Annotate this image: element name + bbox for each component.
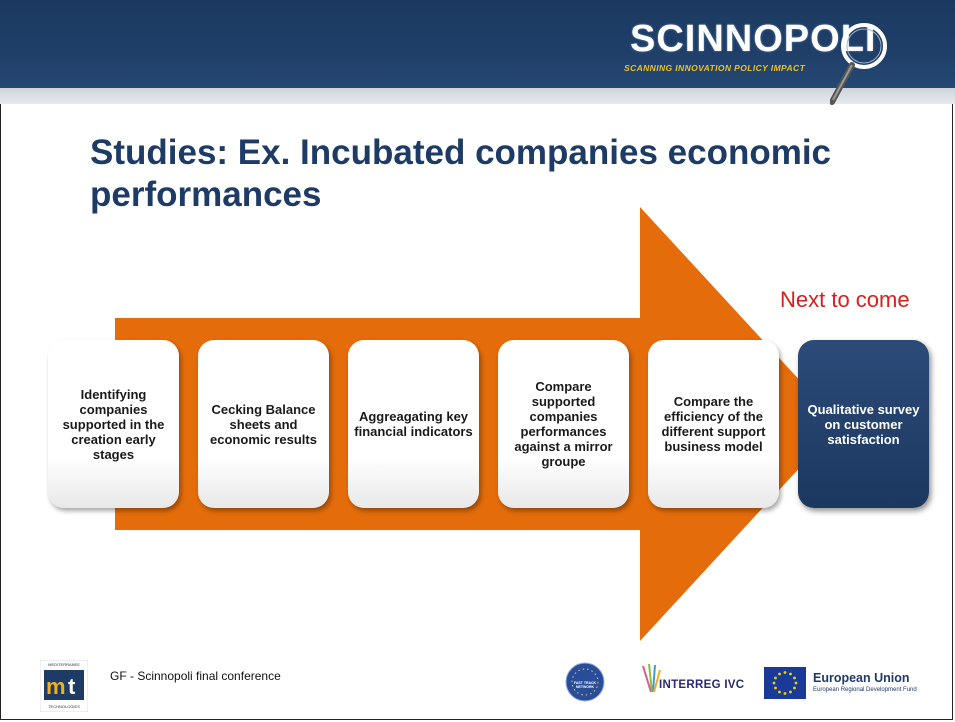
magnifying-glass-icon [830, 23, 887, 105]
slide-title: Studies: Ex. Incubated companies economi… [90, 133, 832, 214]
interreg-wordmark: INTERREG IVC [659, 679, 745, 691]
step-box-3: Aggreagating key financial indicators [348, 340, 479, 508]
eu-flag-icon [764, 667, 806, 699]
svg-text:NETWORK: NETWORK [576, 685, 595, 689]
mediterranee-technologies-logo: MEDITERRANEE m t TECHNOLOGIES [40, 660, 88, 712]
interreg-rays-icon [642, 663, 661, 692]
step-box-next: Qualitative survey on customer satisfact… [798, 340, 929, 508]
step-label: Compare supported companies performances… [514, 379, 613, 469]
header-band [0, 0, 955, 88]
svg-text:TECHNOLOGIES: TECHNOLOGIES [48, 704, 80, 709]
footer-conference-label: GF - Scinnopoli final conference [110, 669, 281, 683]
svg-text:MEDITERRANEE: MEDITERRANEE [48, 662, 80, 667]
logo-wordmark: SCINNOPOLI [630, 18, 877, 60]
svg-text:m: m [46, 674, 66, 699]
step-label: Qualitative survey on customer satisfact… [807, 401, 920, 447]
eu-wordmark: European Union [813, 671, 910, 685]
header-divider [0, 88, 955, 104]
eu-fund-label: European Regional Development Fund [813, 687, 917, 693]
fast-track-network-logo: FAST TRACK NETWORK [565, 662, 605, 702]
step-label: Compare the efficiency of the different … [661, 394, 766, 454]
logo-tagline: SCANNING INNOVATION POLICY IMPACT [624, 63, 806, 73]
step-label: Cecking Balance sheets and economic resu… [210, 401, 317, 447]
svg-text:FAST TRACK: FAST TRACK [574, 681, 597, 685]
step-box-1: Identifying companies supported in the c… [48, 340, 179, 508]
step-box-4: Compare supported companies performances… [498, 340, 629, 508]
interreg-ivc-logo: INTERREG IVC [637, 662, 747, 702]
step-label: Aggreagating key financial indicators [354, 409, 473, 439]
next-to-come-label: Next to come [780, 287, 910, 312]
scinnopoli-logo: SCINNOPOLI SCANNING INNOVATION POLICY IM… [598, 18, 875, 78]
step-box-5: Compare the efficiency of the different … [648, 340, 779, 508]
svg-text:t: t [68, 674, 76, 699]
step-label: Identifying companies supported in the c… [62, 386, 165, 462]
step-box-2: Cecking Balance sheets and economic resu… [198, 340, 329, 508]
